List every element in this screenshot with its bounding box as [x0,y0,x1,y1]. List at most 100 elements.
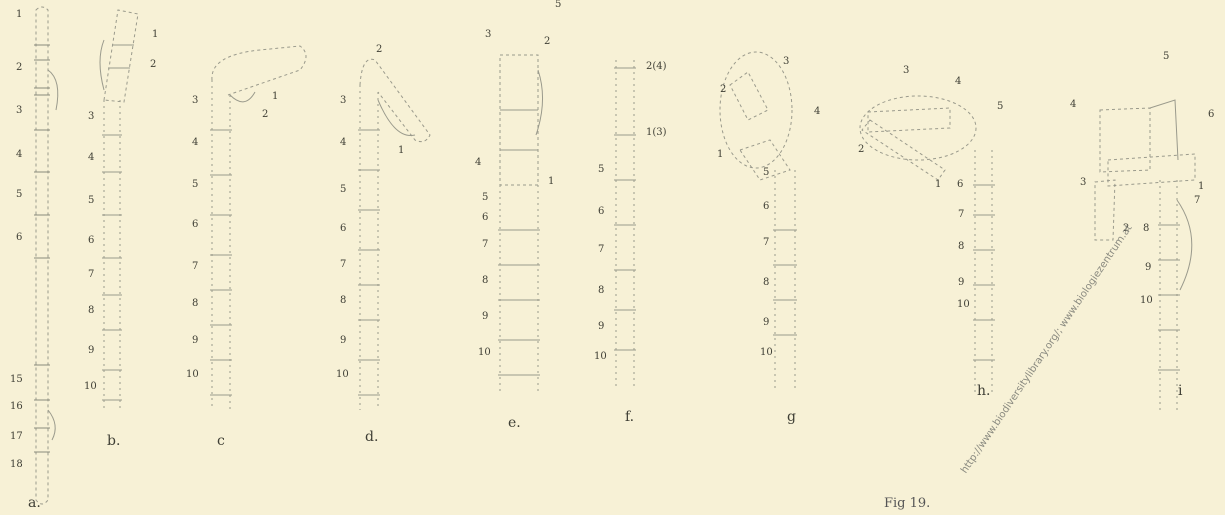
segment-label: 4 [16,150,22,160]
panel-h-drawing [860,96,995,395]
segment-label: 1 [548,177,554,187]
segment-label: 4 [814,107,820,117]
segment-label: 8 [763,278,769,288]
panel-letter: g [787,410,796,424]
segment-label: 1 [152,30,158,40]
segment-label: 2 [720,85,726,95]
segment-label: 5 [192,180,198,190]
panel-letter: a. [28,496,41,510]
segment-label: 2 [544,37,550,47]
segment-label: 9 [958,278,964,288]
segment-label: 5 [88,196,94,206]
segment-label: 7 [958,210,964,220]
segment-label: 9 [340,336,346,346]
segment-label: 8 [1143,224,1149,234]
segment-label: 3 [192,96,198,106]
segment-label: 2 [376,45,382,55]
segment-label: 5 [763,168,769,178]
panel-letter: c [217,434,225,448]
panel-d-drawing [358,59,430,410]
segment-label: 3 [88,112,94,122]
segment-label: 9 [482,312,488,322]
panel-letter: d. [365,430,378,444]
segment-label: 9 [88,346,94,356]
panel-b-drawing [100,10,138,410]
segment-label: 10 [336,370,349,380]
segment-label: 10 [957,300,970,310]
top-mark: 5 [555,0,561,10]
segment-label: 7 [482,240,488,250]
panel-e-drawing [498,55,543,395]
panel-letter: i [1178,384,1182,398]
segment-label: 6 [16,233,22,243]
segment-label: 5 [1163,52,1169,62]
segment-label: 8 [88,306,94,316]
segment-label: 7 [763,238,769,248]
segment-label: 10 [594,352,607,362]
panel-g-drawing [720,52,797,390]
segment-label: 1 [398,146,404,156]
segment-label: 7 [192,262,198,272]
panel-letter: e. [508,416,521,430]
segment-label: 5 [598,165,604,175]
panel-letter: h. [977,384,990,398]
segment-label: 6 [598,207,604,217]
segment-label: 2 [858,145,864,155]
segment-label: 15 [10,375,23,385]
segment-label: 8 [192,299,198,309]
segment-label: 7 [1194,196,1200,206]
panel-letter: f. [625,410,634,424]
segment-label: 4 [88,153,94,163]
segment-label: 10 [186,370,199,380]
segment-label: 10 [1140,296,1153,306]
segment-label: 9 [1145,263,1151,273]
segment-label: 6 [192,220,198,230]
segment-label: 2 [16,63,22,73]
segment-label: 7 [340,260,346,270]
segment-label: 3 [485,30,491,40]
segment-label: 2 [150,60,156,70]
segment-label: 5 [997,102,1003,112]
segment-label: 1(3) [646,128,667,138]
segment-label: 8 [958,242,964,252]
segment-label: 1 [16,10,22,20]
segment-label: 6 [482,213,488,223]
segment-label: 18 [10,460,23,470]
segment-label: 10 [760,348,773,358]
segment-label: 4 [340,138,346,148]
segment-label: 5 [16,190,22,200]
segment-label: 2 [262,110,268,120]
segment-label: 16 [10,402,23,412]
segment-label: 5 [482,193,488,203]
segment-label: 4 [475,158,481,168]
panel-a-drawing [34,7,58,504]
panel-c-drawing [210,46,306,410]
segment-label: 6 [763,202,769,212]
segment-label: 8 [598,286,604,296]
segment-label: 6 [88,236,94,246]
segment-label: 3 [1080,178,1086,188]
segment-label: 1 [272,92,278,102]
segment-label: 4 [192,138,198,148]
segment-label: 6 [340,224,346,234]
segment-label: 1 [935,180,941,190]
panel-letter: b. [107,434,120,448]
segment-label: 3 [783,57,789,67]
segment-label: 8 [340,296,346,306]
segment-label: 9 [192,336,198,346]
segment-label: 3 [340,96,346,106]
segment-label: 4 [1070,100,1076,110]
segment-label: 10 [478,348,491,358]
segment-label: 10 [84,382,97,392]
segment-label: 7 [598,245,604,255]
segment-label: 4 [955,77,961,87]
segment-label: 17 [10,432,23,442]
segment-label: 9 [598,322,604,332]
segment-label: 7 [88,270,94,280]
segment-label: 3 [903,66,909,76]
segment-label: 5 [340,185,346,195]
segment-label: 1 [1198,182,1204,192]
panel-f-drawing [614,60,636,390]
segment-label: 6 [957,180,963,190]
